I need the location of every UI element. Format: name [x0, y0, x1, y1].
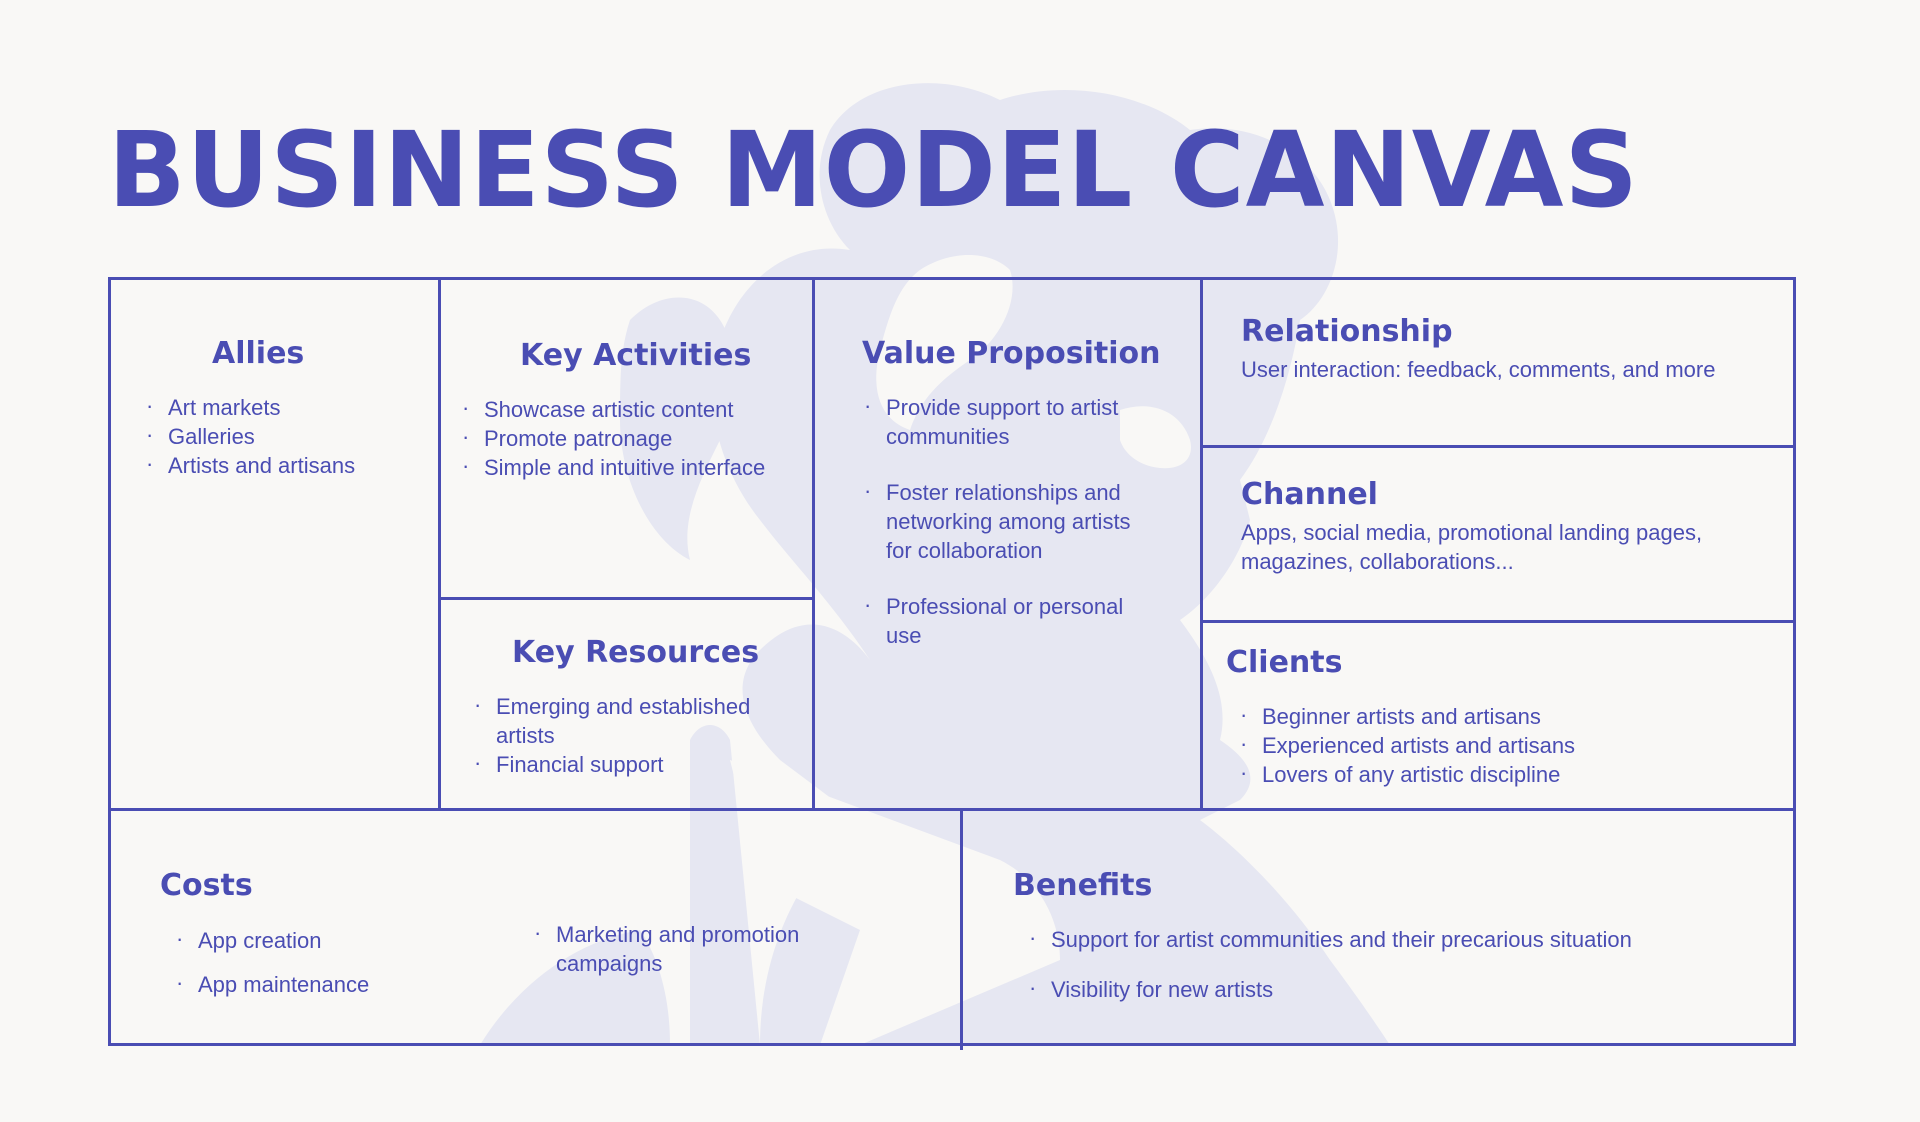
costs-list-left: App creation App maintenance — [176, 924, 476, 999]
list-item: Artists and artisans — [146, 449, 422, 480]
relationship-block: Relationship User interaction: feedback,… — [1241, 314, 1781, 384]
grid-top-border — [108, 277, 1796, 280]
grid-right-border — [1793, 277, 1796, 1046]
list-item: Beginner artists and artisans — [1240, 700, 1766, 731]
grid-divider-costs-benefits — [960, 808, 963, 1050]
list-item: Lovers of any artistic discipline — [1240, 758, 1766, 789]
grid-divider-allies — [438, 277, 441, 810]
allies-list: Art markets Galleries Artists and artisa… — [146, 391, 422, 480]
grid-divider-value — [1200, 277, 1203, 810]
channel-block: Channel Apps, social media, promotional … — [1241, 477, 1781, 576]
relationship-heading: Relationship — [1241, 314, 1453, 349]
channel-text: Apps, social media, promotional landing … — [1241, 520, 1703, 574]
grid-divider-channel — [1200, 620, 1796, 623]
value-proposition-list: Provide support to artist communities Fo… — [864, 391, 1134, 650]
list-item: App maintenance — [176, 968, 476, 999]
grid-divider-relationship — [1200, 445, 1796, 448]
list-item: Provide support to artist communities — [864, 391, 1134, 451]
list-item: Financial support — [474, 748, 784, 779]
list-item: Emerging and established artists — [474, 690, 784, 750]
grid-middle-row-divider — [108, 808, 1796, 811]
allies-block: Allies Art markets Galleries Artists and… — [142, 336, 422, 480]
benefits-list: Support for artist communities and their… — [1029, 923, 1773, 1004]
key-resources-block: Key Resources Emerging and established a… — [474, 635, 784, 779]
benefits-block: Benefits Support for artist communities … — [1013, 868, 1773, 1004]
list-item: Promote patronage — [462, 422, 802, 453]
list-item: Visibility for new artists — [1029, 973, 1773, 1004]
list-item: Showcase artistic content — [462, 393, 802, 424]
key-activities-list: Showcase artistic content Promote patron… — [462, 393, 802, 482]
channel-heading: Channel — [1241, 477, 1378, 512]
list-item: Galleries — [146, 420, 422, 451]
key-resources-heading: Key Resources — [512, 635, 760, 670]
costs-heading: Costs — [160, 868, 253, 903]
key-activities-heading: Key Activities — [520, 338, 752, 373]
list-item: Foster relationships and networking amon… — [864, 476, 1134, 565]
allies-heading: Allies — [212, 336, 305, 371]
clients-list: Beginner artists and artisans Experience… — [1240, 700, 1766, 789]
key-activities-block: Key Activities Showcase artistic content… — [462, 338, 802, 482]
list-item: Marketing and promotion campaigns — [534, 918, 834, 978]
grid-divider-resources — [438, 597, 814, 600]
costs-block: Costs App creation App maintenance Marke… — [160, 868, 940, 1018]
benefits-heading: Benefits — [1013, 868, 1153, 903]
relationship-text: User interaction: feedback, comments, an… — [1241, 357, 1716, 382]
clients-heading: Clients — [1226, 645, 1343, 680]
value-proposition-block: Value Proposition Provide support to art… — [862, 336, 1192, 650]
list-item: Professional or personal use — [864, 590, 1134, 650]
list-item: Experienced artists and artisans — [1240, 729, 1766, 760]
grid-bottom-border — [108, 1043, 1796, 1046]
grid-divider-activities — [812, 277, 815, 810]
list-item: App creation — [176, 924, 476, 955]
grid-left-border — [108, 277, 111, 1046]
list-item: Support for artist communities and their… — [1029, 923, 1773, 954]
key-resources-list: Emerging and established artists Financi… — [474, 690, 784, 779]
page-title: BUSINESS MODEL CANVAS — [108, 109, 1639, 231]
value-proposition-heading: Value Proposition — [862, 336, 1161, 371]
list-item: Art markets — [146, 391, 422, 422]
costs-list-right: Marketing and promotion campaigns — [534, 918, 834, 978]
list-item: Simple and intuitive interface — [462, 451, 802, 482]
clients-block: Clients Beginner artists and artisans Ex… — [1226, 645, 1766, 789]
